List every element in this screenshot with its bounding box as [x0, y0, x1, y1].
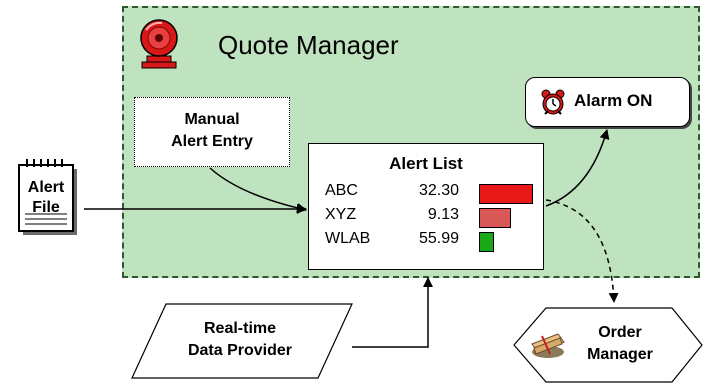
data-provider-line1: Real-time	[203, 320, 277, 337]
bell-icon	[134, 16, 184, 70]
alert-file-line2: File	[32, 199, 60, 216]
page-title: Quote Manager	[218, 30, 399, 60]
bar-wlab	[479, 232, 494, 252]
alert-list-box: Alert List ABC 32.30 XYZ 9.13 WLAB 55.99	[308, 143, 544, 270]
data-provider-label: Real-time Data Provider	[150, 318, 330, 362]
order-manager-line1: Order	[598, 324, 642, 341]
provider-to-list-arrow	[352, 277, 433, 348]
data-provider-shape	[131, 303, 353, 379]
manual-entry-line1: Manual	[184, 111, 240, 128]
alert-file-icon	[13, 157, 83, 237]
list-to-alarm-arrow	[545, 129, 610, 207]
manual-entry-line2: Alert Entry	[171, 133, 253, 150]
alert-file-label: Alert File	[19, 178, 73, 218]
row-abc-symbol: ABC	[325, 182, 358, 199]
row-wlab-symbol: WLAB	[325, 230, 371, 247]
order-manager-label: Order Manager	[570, 322, 670, 366]
alarm-clock-icon	[540, 89, 566, 117]
bar-abc	[479, 184, 533, 204]
manual-to-list-arrow	[209, 167, 307, 213]
manual-alert-entry-box: Manual Alert Entry	[134, 97, 290, 167]
alarm-on-box: Alarm ON	[525, 77, 690, 127]
bar-xyz	[479, 208, 511, 228]
alert-list-title: Alert List	[389, 154, 463, 173]
row-abc-value: 32.30	[418, 182, 459, 199]
row-wlab-value: 55.99	[418, 230, 459, 247]
row-xyz-symbol: XYZ	[325, 206, 357, 223]
order-manager-line2: Manager	[587, 346, 653, 363]
alert-file-line1: Alert	[27, 179, 65, 196]
data-provider-line2: Data Provider	[187, 342, 293, 359]
row-xyz-value: 9.13	[427, 206, 459, 223]
alarm-label: Alarm ON	[574, 91, 653, 110]
order-manager-shape	[513, 307, 703, 383]
list-to-order-arrow	[545, 199, 619, 303]
order-bundle-icon	[528, 328, 566, 360]
